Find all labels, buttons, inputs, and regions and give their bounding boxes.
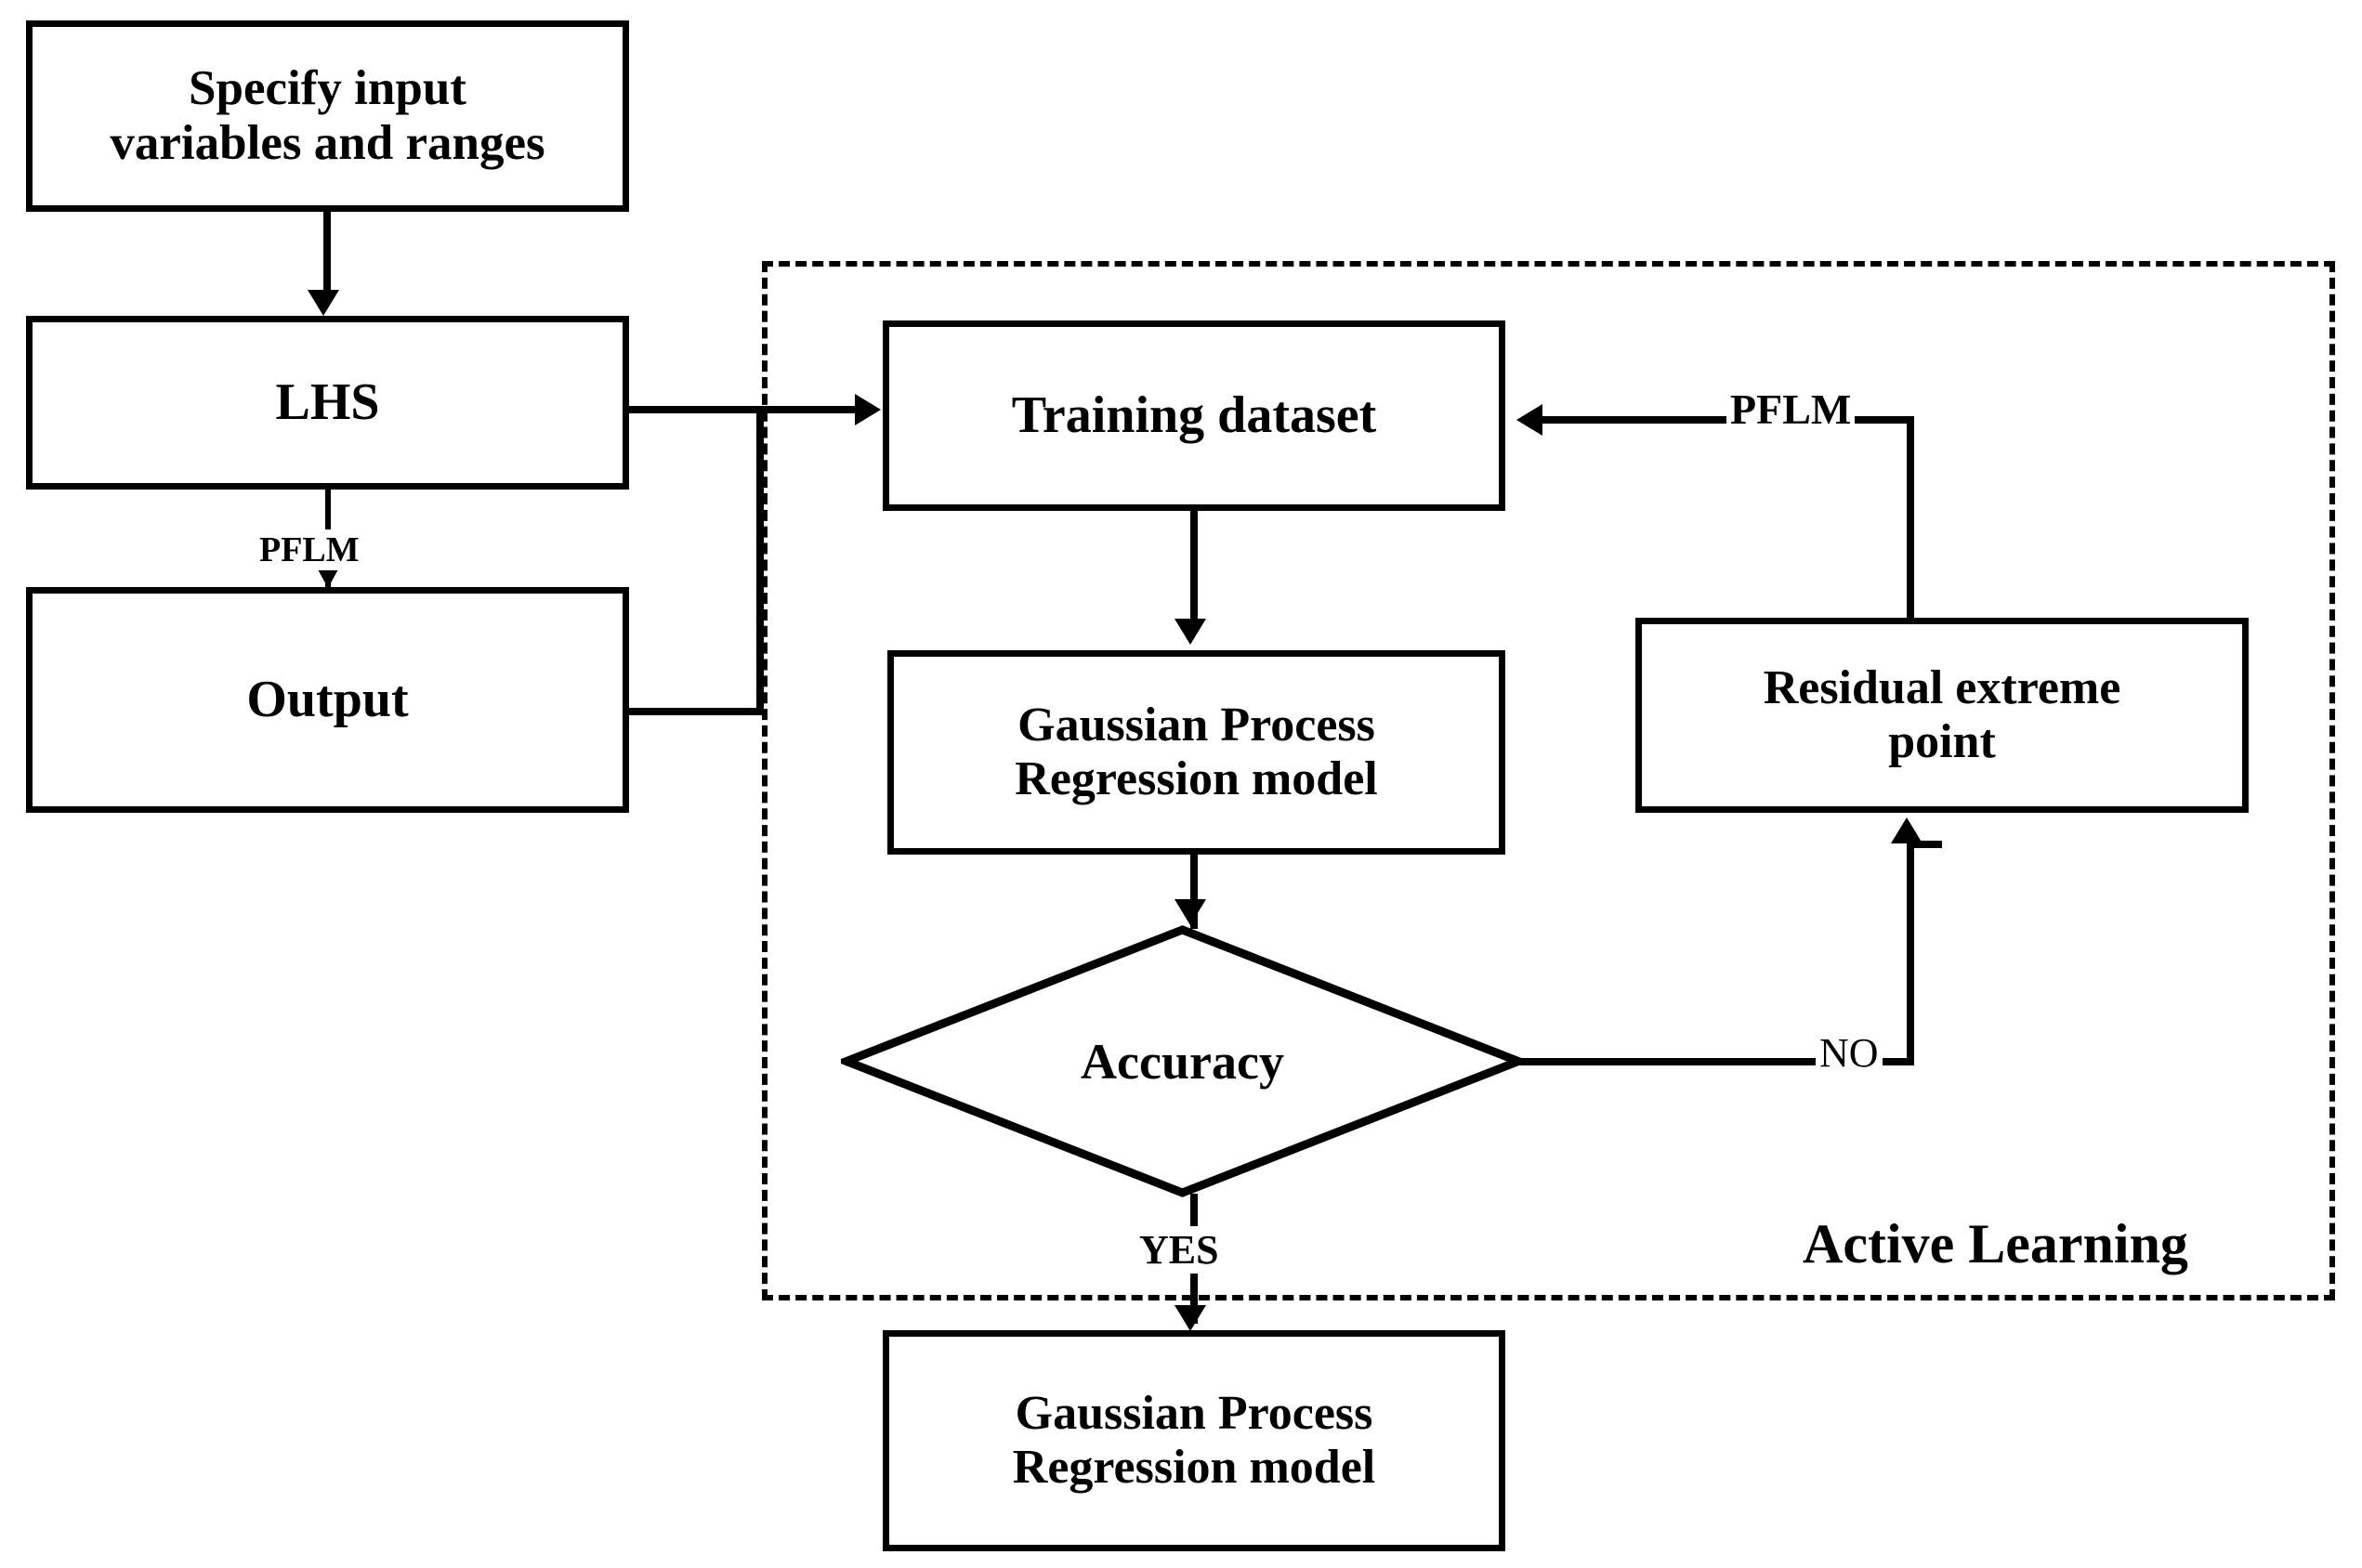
- node-training-dataset-label: Training dataset: [1011, 386, 1377, 445]
- edge-label-pflm-left: PFLM: [256, 529, 363, 570]
- node-gpr-inner[interactable]: Gaussian Process Regression model: [887, 650, 1505, 855]
- edge-lhs-right-stub: [629, 406, 764, 413]
- node-residual-line2: point: [1888, 715, 1996, 768]
- node-lhs[interactable]: LHS: [26, 316, 629, 490]
- diamond-shape: [841, 925, 1524, 1197]
- edge-label-no: NO: [1816, 1029, 1883, 1077]
- edge-pflm-to-training-arrowhead: [1516, 404, 1542, 436]
- edge-lhs-to-output-arrowhead: [318, 569, 338, 588]
- node-specify-input-line1: Specify input: [189, 60, 466, 115]
- edge-label-pflm-right: PFLM: [1726, 385, 1856, 434]
- edge-no-horizontal: [1518, 1058, 1914, 1065]
- node-lhs-label: LHS: [275, 373, 380, 432]
- edge-specify-to-lhs: [323, 212, 331, 294]
- node-output[interactable]: Output: [26, 587, 629, 813]
- edge-junction-to-training: [756, 406, 859, 413]
- node-gpr-final-line2: Regression model: [1012, 1441, 1376, 1494]
- active-learning-group-box: [762, 261, 2335, 1300]
- edge-no-riser: [1907, 841, 1914, 1064]
- edge-gpr-to-accuracy: [1190, 855, 1198, 929]
- node-gpr-inner-line1: Gaussian Process: [1017, 698, 1375, 751]
- node-gpr-inner-line2: Regression model: [1015, 752, 1378, 805]
- edge-pflm-riser: [1907, 416, 1914, 621]
- active-learning-label: Active Learning: [1803, 1212, 2188, 1276]
- node-output-label: Output: [246, 671, 409, 729]
- edge-no-to-residual-arrowhead: [1891, 817, 1922, 843]
- edge-training-to-gpr-arrowhead: [1174, 619, 1206, 645]
- node-training-dataset[interactable]: Training dataset: [883, 320, 1505, 511]
- edge-label-yes: YES: [1135, 1226, 1223, 1274]
- edge-gpr-to-accuracy-arrowhead: [1174, 899, 1206, 925]
- node-gpr-final[interactable]: Gaussian Process Regression model: [883, 1330, 1505, 1551]
- edge-junction-to-training-arrowhead: [855, 394, 881, 425]
- node-specify-input-line2: variables and ranges: [110, 116, 545, 170]
- node-accuracy-decision[interactable]: Accuracy: [841, 924, 1524, 1198]
- edge-specify-to-lhs-arrowhead: [308, 290, 339, 316]
- edge-lhs-output-junction-riser: [756, 406, 764, 715]
- node-residual-line1: Residual extreme: [1763, 660, 2121, 714]
- edge-yes-arrowhead: [1174, 1305, 1206, 1331]
- node-specify-input[interactable]: Specify input variables and ranges: [26, 20, 629, 212]
- edge-training-to-gpr: [1190, 511, 1198, 622]
- edge-no-to-residual: [1907, 841, 1942, 848]
- edge-output-right-stub: [629, 708, 764, 715]
- node-gpr-final-line1: Gaussian Process: [1015, 1386, 1373, 1440]
- node-residual-extreme-point[interactable]: Residual extreme point: [1635, 618, 2249, 813]
